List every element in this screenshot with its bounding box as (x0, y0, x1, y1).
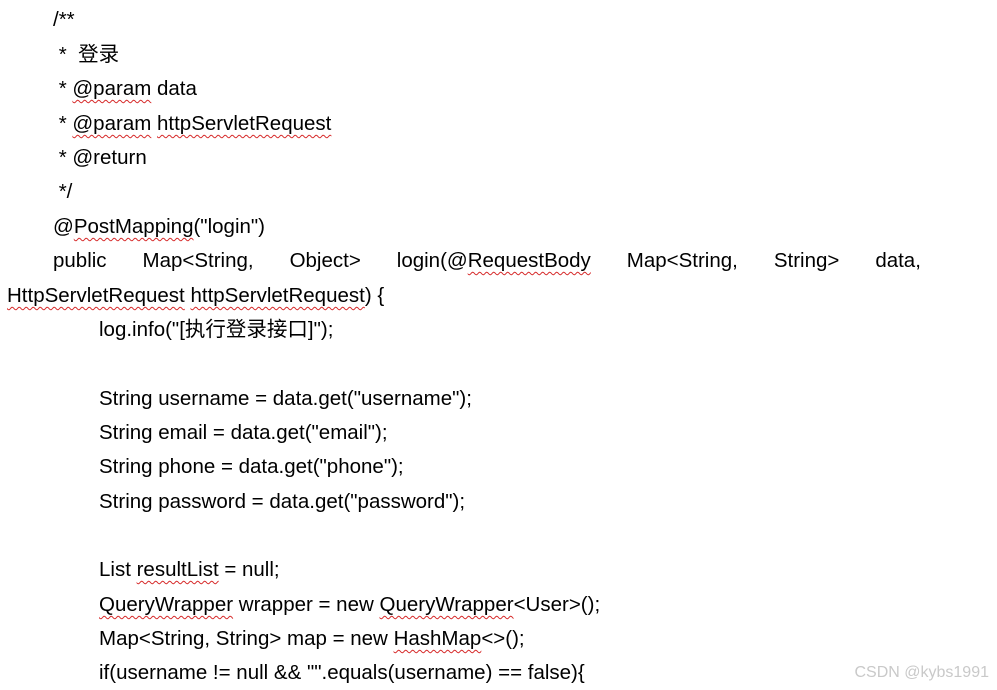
spellcheck-token: HttpServletRequest (7, 284, 185, 307)
code-line-20: if(username != null && "".equals(usernam… (99, 661, 585, 684)
code-line-8: public Map<String, Object> login(@Reques… (53, 244, 921, 278)
code-line-13: String email = data.get("email"); (99, 421, 388, 444)
code-word: public (53, 249, 107, 272)
code-word: login(@RequestBody (397, 244, 591, 278)
code-line-2: * 登录 (53, 43, 120, 66)
spellcheck-token: QueryWrapper (99, 593, 234, 616)
spellcheck-token: httpServletRequest (190, 284, 365, 307)
code-token: * (53, 112, 73, 135)
code-word: String> (773, 249, 840, 272)
code-line-6: */ (53, 180, 73, 203)
code-line-5: * @return (53, 146, 147, 169)
code-line-10: log.info("[执行登录接口]"); (99, 318, 334, 341)
spellcheck-token: httpServletRequest (157, 112, 332, 135)
code-token: List (99, 558, 137, 581)
code-line-3: * @param data (53, 72, 197, 106)
code-word: Map<String, (142, 249, 254, 272)
code-line-15: String password = data.get("password"); (99, 490, 466, 513)
code-token: ) { (364, 284, 385, 307)
spellcheck-token: RequestBody (467, 249, 591, 272)
spellcheck-token: @param (72, 112, 152, 135)
code-word: Object> (289, 249, 361, 272)
code-token: * (53, 77, 73, 100)
code-word: data, (875, 249, 921, 272)
code-line-12: String username = data.get("username"); (99, 387, 472, 410)
spellcheck-token: QueryWrapper (379, 593, 514, 616)
code-token: <>(); (481, 627, 525, 650)
code-token: <User>(); (513, 593, 601, 616)
spellcheck-token: resultList (136, 558, 219, 581)
code-line-18: QueryWrapper wrapper = new QueryWrapper<… (99, 588, 600, 622)
code-word: Map<String, (626, 249, 738, 272)
code-token: data (151, 77, 197, 100)
code-line-7: @PostMapping("login") (53, 210, 265, 244)
spellcheck-token: HashMap (393, 627, 482, 650)
code-token: login(@ (396, 249, 468, 272)
code-line-4: * @param httpServletRequest (53, 107, 332, 141)
code-token: @ (53, 215, 74, 238)
spellcheck-token: @param (72, 77, 152, 100)
code-token: = null; (218, 558, 280, 581)
code-line-19: Map<String, String> map = new HashMap<>(… (99, 622, 525, 656)
code-line-17: List resultList = null; (99, 553, 280, 587)
watermark: CSDN @kybs1991 (854, 664, 989, 681)
code-line-9: HttpServletRequest httpServletRequest) { (7, 279, 384, 313)
code-line-1: /** (53, 8, 75, 31)
code-token: Map<String, String> map = new (99, 627, 394, 650)
code-token: ("login") (193, 215, 266, 238)
code-token: wrapper = new (233, 593, 380, 616)
code-line-14: String phone = data.get("phone"); (99, 455, 404, 478)
spellcheck-token: PostMapping (73, 215, 194, 238)
